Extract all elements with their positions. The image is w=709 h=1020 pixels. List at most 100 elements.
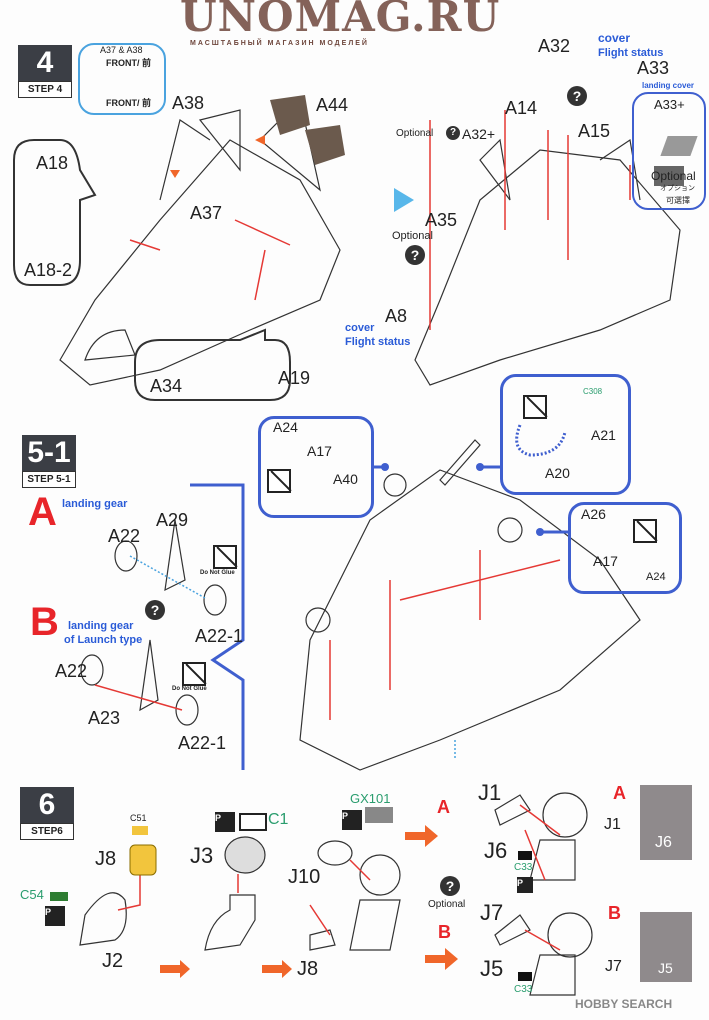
photo-a xyxy=(640,785,692,860)
part-a8: A8 xyxy=(385,306,408,326)
paint-c51-swatch xyxy=(132,826,148,835)
helmet xyxy=(547,912,593,958)
aircraft-right-outline xyxy=(414,149,681,386)
photo-b xyxy=(640,912,692,982)
front-label: FRONT/ 前 xyxy=(106,58,151,68)
photo-a-j6: J6 xyxy=(655,834,672,851)
part-a17: A17 xyxy=(307,443,332,459)
optional-cn-label: 可選擇 xyxy=(666,196,690,205)
nose-gear-strut xyxy=(439,439,481,486)
option-b-letter: B xyxy=(438,922,451,942)
paint-c33-label: C33 xyxy=(514,984,533,995)
a34-a19-callout xyxy=(134,328,291,401)
paint-c54-swatch xyxy=(50,892,68,901)
part-a40: A40 xyxy=(333,471,358,487)
aircraft-right-detail xyxy=(479,138,641,201)
paint-c51-label: C51 xyxy=(130,813,147,823)
step-number: 6 xyxy=(20,787,74,823)
part-a23: A23 xyxy=(88,708,121,728)
wheel xyxy=(175,694,199,726)
flight-status-label: Flight status xyxy=(345,336,411,348)
flight-status-label: Flight status xyxy=(598,47,664,59)
wheel xyxy=(114,540,138,572)
paint-c33-label: C33 xyxy=(514,862,533,873)
paint-brush-icon: P xyxy=(342,810,362,830)
part-j7: J7 xyxy=(480,900,504,925)
part-a44: A44 xyxy=(316,95,349,115)
helmet xyxy=(359,854,401,896)
aircraft-underside-outline xyxy=(299,469,641,771)
variant-b-letter: B xyxy=(30,600,59,644)
optional-label: Optional xyxy=(651,169,696,183)
paint-gx101-label: GX101 xyxy=(350,791,391,806)
part-a26: A26 xyxy=(581,506,606,522)
part-a22: A22 xyxy=(108,526,141,546)
next-arrow-icon xyxy=(394,188,414,212)
gear-strut xyxy=(139,519,186,712)
helmet-j3 xyxy=(224,836,266,874)
variant-b-title: landing gear xyxy=(68,620,134,632)
part-a33-plus: A33+ xyxy=(654,97,685,112)
paint-brush-icon: P xyxy=(45,906,65,926)
flow-arrows xyxy=(160,135,458,978)
photo-b-j5: J5 xyxy=(658,960,673,976)
do-not-glue-icon xyxy=(523,395,547,419)
paint-c54-label: C54 xyxy=(20,887,44,902)
do-not-glue-icon xyxy=(182,662,206,686)
part-a21: A21 xyxy=(591,427,616,443)
figure-b xyxy=(494,914,576,996)
cover-part xyxy=(660,136,698,156)
paint-gx101-swatch xyxy=(365,807,393,823)
variant-b-subtitle: of Launch type xyxy=(64,634,143,646)
paint-c33-swatch xyxy=(518,972,532,981)
part-a24: A24 xyxy=(646,571,666,583)
dotted-guides xyxy=(129,424,567,760)
paint-c1-label: C1 xyxy=(268,811,289,828)
part-a15: A15 xyxy=(578,121,611,141)
figure-body xyxy=(204,894,256,951)
nose-gear-inset: C308 A21 A20 xyxy=(500,374,631,495)
photo-b-letter: B xyxy=(608,903,621,923)
photo-b-j7: J7 xyxy=(605,958,622,975)
part-a33: A33 xyxy=(637,58,670,78)
step-number: 4 xyxy=(18,45,72,81)
variant-a-letter: A xyxy=(28,490,57,534)
part-j8-drawing xyxy=(129,844,157,876)
rear-gear-inset-right: A26 A17 A24 xyxy=(568,502,682,594)
do-not-glue-icon xyxy=(267,469,291,493)
paint-brush-icon: P xyxy=(517,877,533,893)
aircraft-left-nose xyxy=(84,329,136,361)
optional-icon: ? xyxy=(567,86,587,106)
callout-connectors xyxy=(190,465,568,770)
optional-icon: ? xyxy=(405,245,425,265)
paint-brush-icon: P xyxy=(215,812,235,832)
part-a24: A24 xyxy=(273,419,298,435)
photo-a-letter: A xyxy=(613,783,626,803)
do-not-glue-label: Do Not Glue xyxy=(172,686,207,692)
part-j8: J8 xyxy=(95,848,117,870)
part-a20: A20 xyxy=(545,465,570,481)
figure-j2 xyxy=(79,892,127,946)
optional-icon: ? xyxy=(446,126,460,140)
part-a38: A38 xyxy=(172,93,205,113)
cover-label: cover xyxy=(345,322,375,334)
part-a22-1: A22-1 xyxy=(195,626,244,646)
do-not-glue-icon xyxy=(633,519,657,543)
wheel xyxy=(383,473,407,497)
cover-part xyxy=(654,166,684,186)
wheel xyxy=(203,584,227,616)
optional-label: Optional xyxy=(392,230,433,242)
variant-a-title: landing gear xyxy=(62,498,128,510)
part-a18: A18 xyxy=(36,153,69,173)
landing-cover-label: landing cover xyxy=(642,81,695,90)
part-a14: A14 xyxy=(505,98,538,118)
do-not-glue-icon xyxy=(213,545,237,569)
part-a17: A17 xyxy=(593,553,618,569)
step-label: STEP 4 xyxy=(18,81,72,98)
part-j5: J5 xyxy=(480,956,504,981)
inset-title: A37 & A38 xyxy=(100,45,143,55)
wheel xyxy=(305,607,331,633)
part-a37: A37 xyxy=(190,203,223,223)
part-a44-drawing xyxy=(270,95,345,165)
